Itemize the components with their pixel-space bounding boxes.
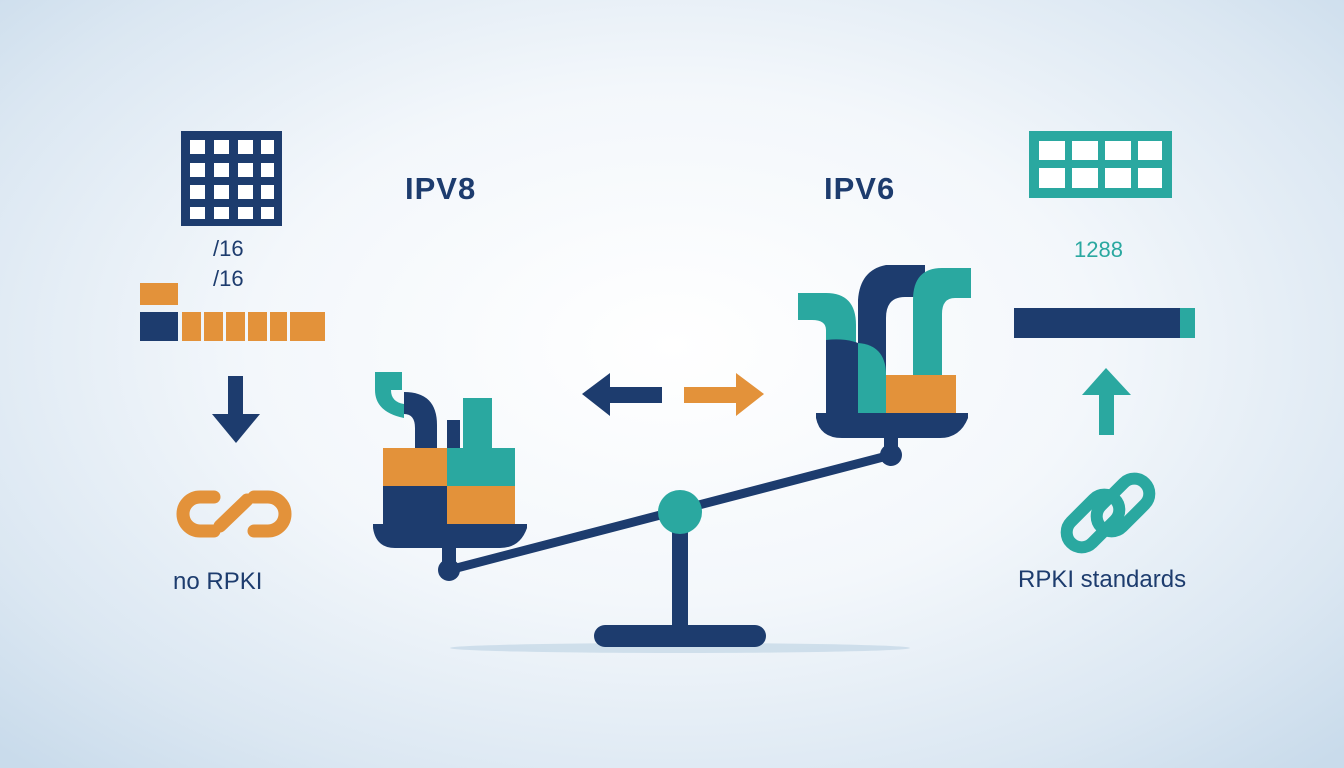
left-grid-icon (181, 131, 282, 226)
right-prefix-text: 1288 (1074, 237, 1123, 262)
chain-link-icon (1060, 472, 1156, 554)
ipv6-label: IPV6 (824, 171, 896, 206)
no-rpki-caption: no RPKI (173, 568, 263, 595)
left-pan (373, 372, 527, 548)
ipv8-label: IPV8 (405, 171, 477, 206)
arrow-down-icon (212, 376, 260, 443)
left-prefix-text-2: /16 (213, 266, 244, 291)
balance-scale-icon (373, 265, 971, 653)
right-prefix-bar (1014, 308, 1195, 338)
swap-arrows-icon (582, 373, 764, 416)
left-prefix-bar (140, 283, 325, 341)
broken-link-icon (176, 490, 292, 538)
arrow-up-icon (1082, 368, 1131, 435)
right-pan (798, 265, 971, 438)
right-grid-icon (1029, 131, 1172, 198)
left-prefix-text-1: /16 (213, 236, 244, 261)
rpki-standards-caption: RPKI standards (1018, 566, 1187, 593)
